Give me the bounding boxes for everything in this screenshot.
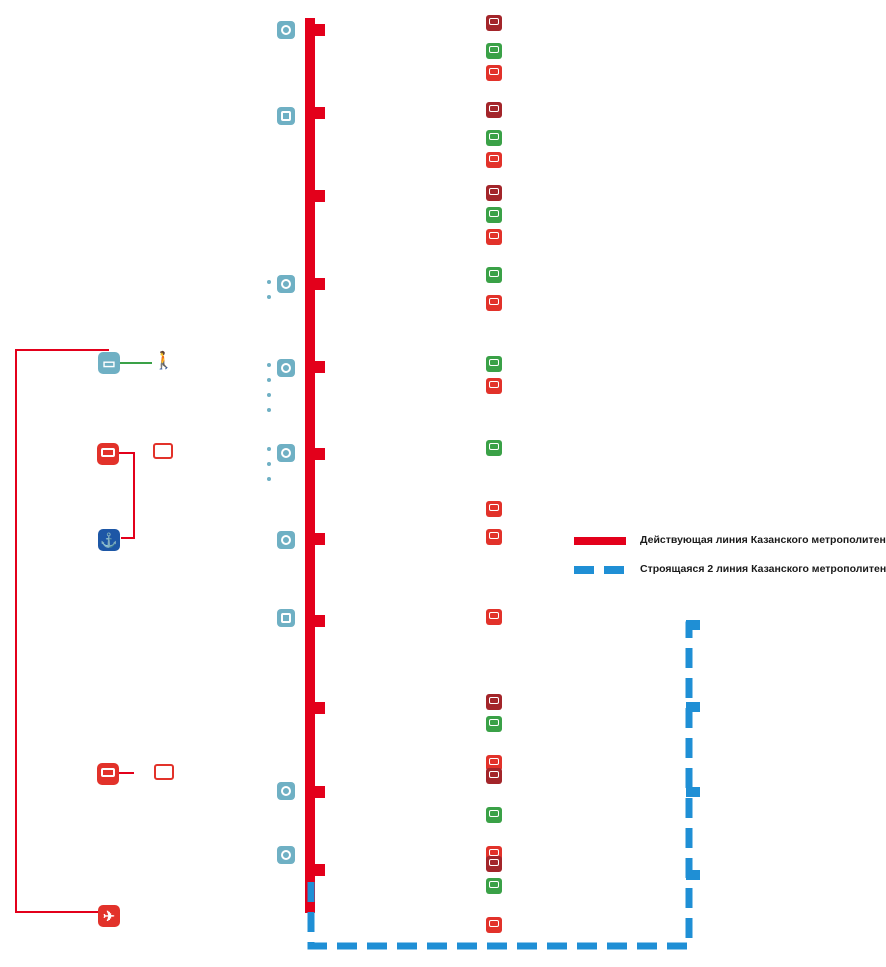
railway-station-icon — [277, 609, 295, 627]
landmark-pin-icon — [277, 359, 295, 377]
legend-line2-swatch — [574, 566, 626, 574]
tram-icon — [486, 856, 502, 872]
icon-glyph — [281, 279, 291, 289]
trolleybus-icon — [486, 356, 502, 372]
port-connector — [108, 452, 135, 539]
bus-icon — [153, 443, 173, 459]
bus-glyph — [101, 448, 115, 457]
railway-icon: ▭ — [98, 352, 120, 374]
bus-icon — [486, 917, 502, 933]
line1-station-marker — [305, 190, 325, 202]
line1-station-marker — [305, 615, 325, 627]
line1-station-marker — [305, 448, 325, 460]
bus-icon — [486, 609, 502, 625]
bus-icon — [486, 295, 502, 311]
bus-station-icon — [97, 443, 119, 465]
trolleybus-icon — [486, 207, 502, 223]
landmark-pin-icon — [277, 444, 295, 462]
trolleybus-icon — [486, 878, 502, 894]
railway-station-icon — [277, 107, 295, 125]
line1-station-marker — [305, 864, 325, 876]
bus-icon — [486, 755, 502, 771]
landmark-dot — [267, 295, 271, 299]
bus-icon — [486, 529, 502, 545]
line2-track — [307, 621, 700, 950]
line2-station-marker — [686, 870, 700, 880]
trolleybus-icon — [486, 130, 502, 146]
airport-connector — [15, 349, 109, 913]
icon-glyph — [281, 613, 291, 623]
trolleybus-icon — [486, 716, 502, 732]
trolleybus-icon — [486, 807, 502, 823]
lines-layer — [15, 18, 700, 950]
line2-station-marker — [686, 702, 700, 712]
landmark-dot — [267, 408, 271, 412]
line1-track — [305, 18, 315, 913]
landmark-pin-icon — [277, 846, 295, 864]
line1-station-marker — [305, 702, 325, 714]
bus-icon — [486, 378, 502, 394]
trolleybus-icon — [486, 267, 502, 283]
line1-station-marker — [305, 361, 325, 373]
icon-glyph — [281, 25, 291, 35]
bus-icon — [486, 65, 502, 81]
bus-icon — [486, 229, 502, 245]
tram-icon — [486, 768, 502, 784]
bus-glyph — [101, 768, 115, 777]
landmark-dot — [267, 477, 271, 481]
tram-icon — [486, 694, 502, 710]
line2-station-marker — [686, 787, 700, 797]
line1-station-marker — [305, 107, 325, 119]
landmark-pin-icon — [277, 531, 295, 549]
icon-glyph — [281, 363, 291, 373]
icon-glyph — [281, 111, 291, 121]
legend-line1-label: Действующая линия Казанского метрополите… — [640, 534, 886, 546]
landmark-dot — [267, 280, 271, 284]
landmark-pin-icon — [277, 275, 295, 293]
line1-station-marker — [305, 786, 325, 798]
icon-glyph — [281, 850, 291, 860]
icon-glyph — [281, 448, 291, 458]
bus-station-icon — [97, 763, 119, 785]
landmark-dot — [267, 447, 271, 451]
tram-icon — [486, 15, 502, 31]
trolleybus-icon — [486, 43, 502, 59]
tram-icon — [486, 185, 502, 201]
tram-icon — [486, 102, 502, 118]
anchor-icon: ⚓ — [98, 529, 120, 551]
line2-station-marker — [686, 620, 700, 630]
line1-station-marker — [305, 24, 325, 36]
landmark-pin-icon — [277, 782, 295, 800]
trolleybus-icon — [486, 440, 502, 456]
landmark-pin-icon — [277, 21, 295, 39]
bus-icon — [486, 152, 502, 168]
landmark-dot — [267, 378, 271, 382]
line1-station-marker — [305, 533, 325, 545]
landmark-dot — [267, 393, 271, 397]
bus-icon — [154, 764, 174, 780]
landmark-dot — [267, 363, 271, 367]
icon-glyph — [281, 535, 291, 545]
landmark-dot — [267, 462, 271, 466]
airplane-icon: ✈ — [98, 905, 120, 927]
icon-glyph — [281, 786, 291, 796]
walking-person-icon: 🚶 — [153, 351, 175, 370]
legend-line2-label: Строящаяся 2 линия Казанского метрополит… — [640, 563, 886, 575]
legend-line1-swatch — [574, 537, 626, 545]
line1-station-marker — [305, 278, 325, 290]
bus-icon — [486, 501, 502, 517]
